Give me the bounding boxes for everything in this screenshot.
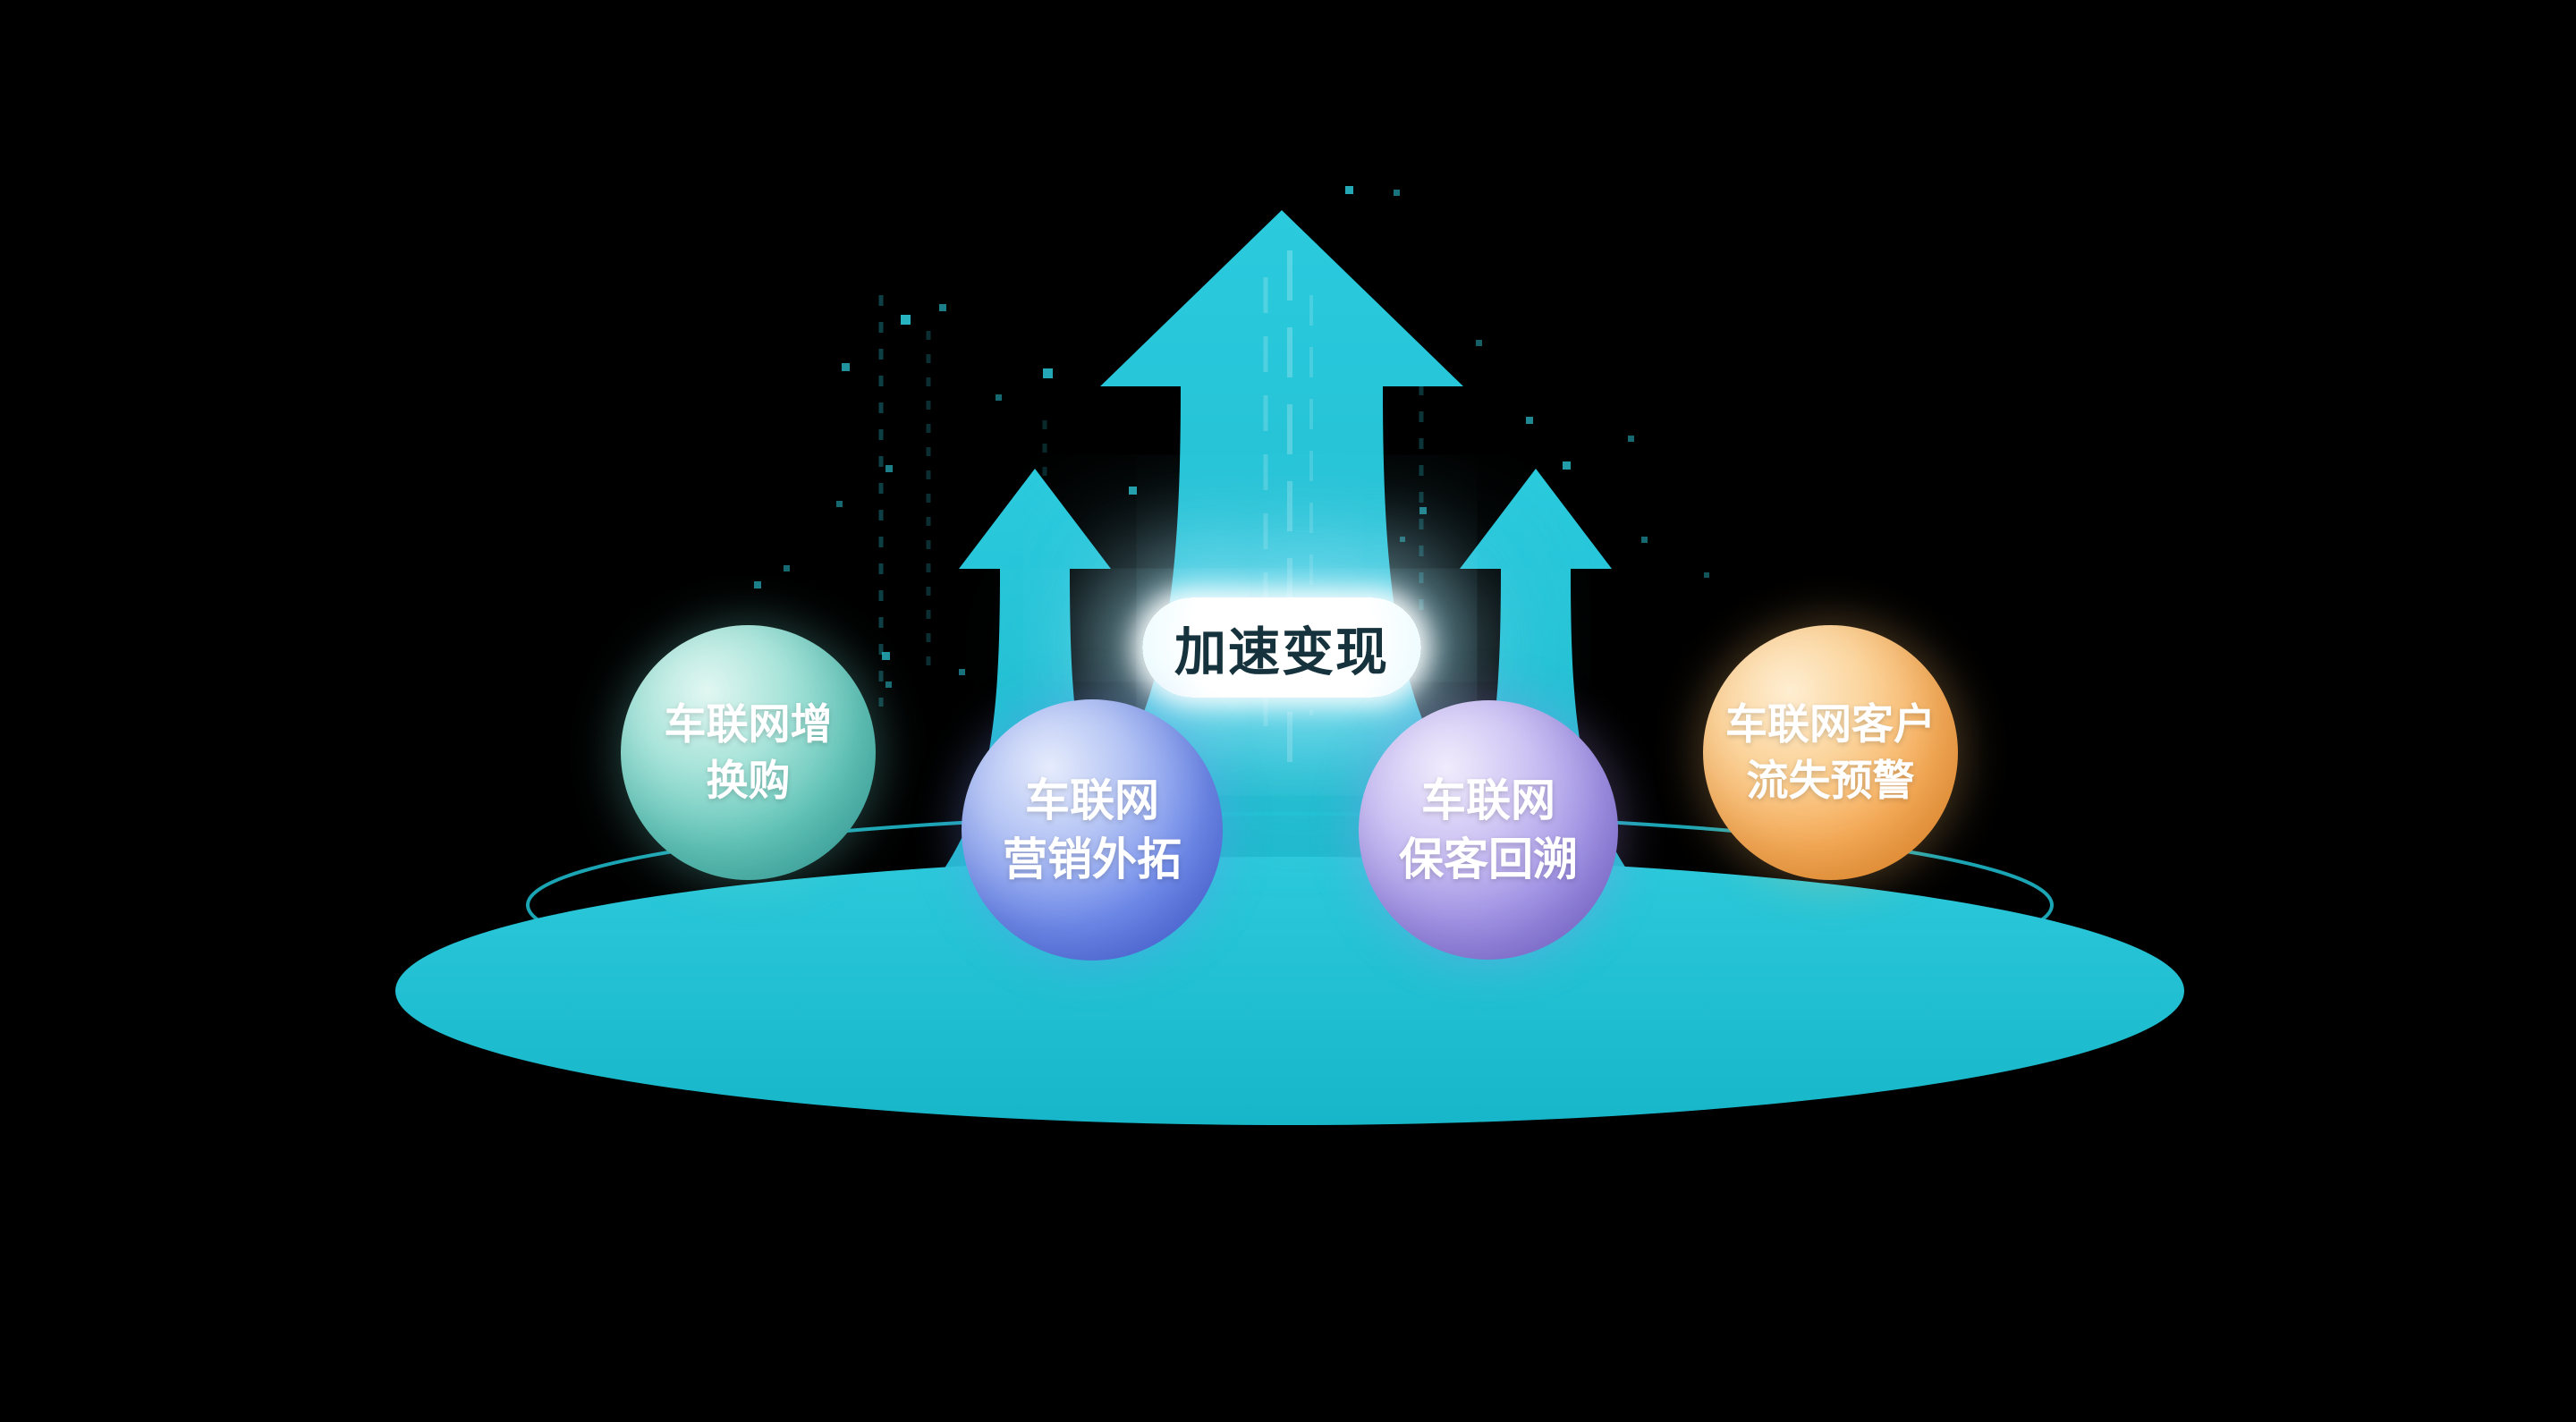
center-arrow	[996, 210, 1567, 885]
sphere-iov-retained-customer-line1: 车联网	[1421, 775, 1555, 825]
sphere-iov-retained-customer-line2: 保客回溯	[1399, 834, 1578, 885]
sphere-iov-churn-warning: 车联网客户 流失预警	[1703, 625, 1958, 880]
sphere-iov-churn-warning-line2: 流失预警	[1746, 756, 1915, 804]
sphere-iov-trade-in-line1: 车联网增	[664, 700, 833, 749]
sphere-iov-marketing-expansion: 车联网 营销外拓	[962, 699, 1223, 961]
accelerate-monetization-label: 加速变现	[1142, 597, 1421, 698]
accelerate-monetization-text: 加速变现	[1174, 623, 1389, 681]
sphere-iov-marketing-expansion-line2: 营销外拓	[1003, 834, 1182, 885]
sphere-iov-retained-customer: 车联网 保客回溯	[1359, 700, 1618, 960]
sphere-iov-trade-in-line2: 换购	[706, 756, 791, 804]
sphere-iov-trade-in: 车联网增 换购	[621, 625, 876, 880]
sphere-iov-marketing-expansion-line1: 车联网	[1025, 775, 1159, 825]
sphere-iov-churn-warning-line1: 车联网客户	[1725, 700, 1936, 749]
platform-ellipse	[395, 857, 2184, 1125]
